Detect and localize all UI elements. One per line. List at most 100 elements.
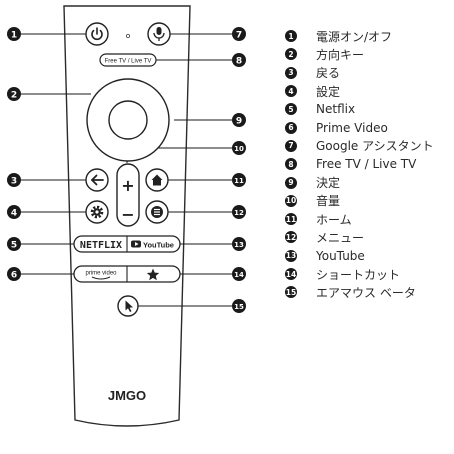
star-icon (146, 268, 160, 281)
callout-badge-8: 8 (232, 53, 246, 67)
svg-text:10: 10 (234, 145, 244, 153)
legend-label: ショートカット (316, 267, 401, 282)
legend-label: 電源オン/オフ (316, 29, 393, 44)
svg-text:5: 5 (11, 240, 17, 250)
prime-video-button[interactable]: prime video (85, 271, 117, 280)
legend-item: 13 YouTube (282, 247, 434, 265)
legend-number: 4 (285, 85, 297, 98)
free-tv-button[interactable]: Free TV / Live TV (99, 53, 157, 67)
svg-text:7: 7 (236, 30, 242, 40)
legend-item: 1 電源オン/オフ (282, 27, 434, 45)
menu-button[interactable] (145, 200, 169, 224)
volume-down-symbol: − (121, 205, 134, 224)
callout-badge-5: 5 (7, 237, 21, 251)
google-assistant-button[interactable] (147, 22, 171, 46)
legend-number: 10 (285, 194, 297, 207)
home-icon (151, 174, 163, 186)
legend-item: 6 Prime Video (282, 118, 434, 136)
legend-number: 5 (285, 103, 297, 116)
legend-item: 9 決定 (282, 173, 434, 191)
ok-button[interactable] (108, 100, 148, 140)
svg-text:15: 15 (234, 303, 244, 311)
volume-up-symbol: + (121, 176, 134, 195)
youtube-button[interactable]: YouTube (131, 240, 174, 250)
callout-badge-15: 15 (232, 299, 246, 313)
callout-badge-13: 13 (232, 237, 246, 251)
free-tv-button-label: Free TV / Live TV (105, 59, 152, 65)
legend-number: 15 (285, 286, 297, 299)
svg-text:4: 4 (11, 208, 17, 218)
arrow-left-icon (91, 174, 104, 186)
svg-text:1: 1 (11, 30, 17, 40)
callout-badge-1: 1 (7, 27, 21, 41)
legend-item: 14 ショートカット (282, 265, 434, 283)
legend-label: 方向キー (316, 47, 365, 62)
legend-label: エアマウス ベータ (316, 285, 416, 300)
legend-label: 設定 (316, 84, 341, 99)
legend-number: 14 (285, 268, 297, 280)
callout-badge-2: 2 (7, 87, 21, 101)
legend-label: Free TV / Live TV (316, 157, 417, 172)
callout-badge-7: 7 (232, 27, 246, 41)
settings-button[interactable] (85, 200, 109, 224)
svg-text:9: 9 (236, 116, 242, 126)
air-mouse-button[interactable] (117, 295, 139, 317)
leader-lines (21, 33, 232, 307)
microphone-icon (153, 27, 165, 41)
legend-item: 8 Free TV / Live TV (282, 155, 434, 173)
svg-text:12: 12 (234, 209, 244, 217)
legend-label: Netflix (316, 102, 356, 117)
svg-text:6: 6 (11, 270, 17, 280)
prime-smile-icon (91, 276, 111, 280)
callout-badge-3: 3 (7, 173, 21, 187)
legend-label: 決定 (316, 176, 341, 191)
netflix-button[interactable]: NETFLIX (80, 240, 122, 251)
legend-label: メニュー (316, 230, 365, 245)
callout-badge-10: 10 (232, 141, 246, 155)
power-icon (91, 27, 103, 40)
legend-item: 15 エアマウス ベータ (282, 283, 434, 301)
indicator-led (126, 34, 131, 39)
callout-badge-12: 12 (232, 205, 246, 219)
gear-icon (90, 205, 104, 219)
svg-text:11: 11 (234, 177, 244, 185)
svg-text:2: 2 (11, 90, 17, 100)
legend-label: 音量 (316, 194, 341, 209)
svg-text:14: 14 (234, 271, 244, 279)
power-button[interactable] (85, 22, 109, 46)
legend-number: 3 (285, 66, 297, 79)
legend-item: 5 Netflix (282, 100, 434, 118)
legend-label: YouTube (316, 248, 365, 263)
netflix-youtube-row (73, 235, 181, 253)
legend-number: 11 (285, 213, 297, 226)
cursor-icon (125, 300, 133, 312)
shortcut-button[interactable] (146, 268, 160, 281)
legend-number: 13 (285, 249, 297, 262)
legend-number: 9 (285, 176, 297, 189)
legend-number: 8 (285, 158, 297, 171)
volume-rocker[interactable]: + − (116, 163, 140, 227)
youtube-button-label: YouTube (143, 241, 174, 250)
legend-label: ホーム (316, 212, 352, 227)
callout-badge-11: 11 (232, 173, 246, 187)
legend-label: Prime Video (316, 120, 388, 135)
prime-video-button-label: prime video (85, 271, 117, 277)
callout-badge-9: 9 (232, 113, 246, 127)
home-button[interactable] (145, 168, 169, 192)
legend-number: 6 (285, 121, 297, 134)
callout-badge-6: 6 (7, 267, 21, 281)
back-button[interactable] (85, 168, 109, 192)
legend-item: 4 設定 (282, 82, 434, 100)
brand-logo: JMGO (108, 388, 146, 403)
legend-item: 10 音量 (282, 192, 434, 210)
legend-number: 1 (285, 30, 297, 43)
legend-label: Google アシスタント (316, 139, 434, 154)
callout-badge-4: 4 (7, 205, 21, 219)
svg-text:13: 13 (234, 241, 244, 249)
